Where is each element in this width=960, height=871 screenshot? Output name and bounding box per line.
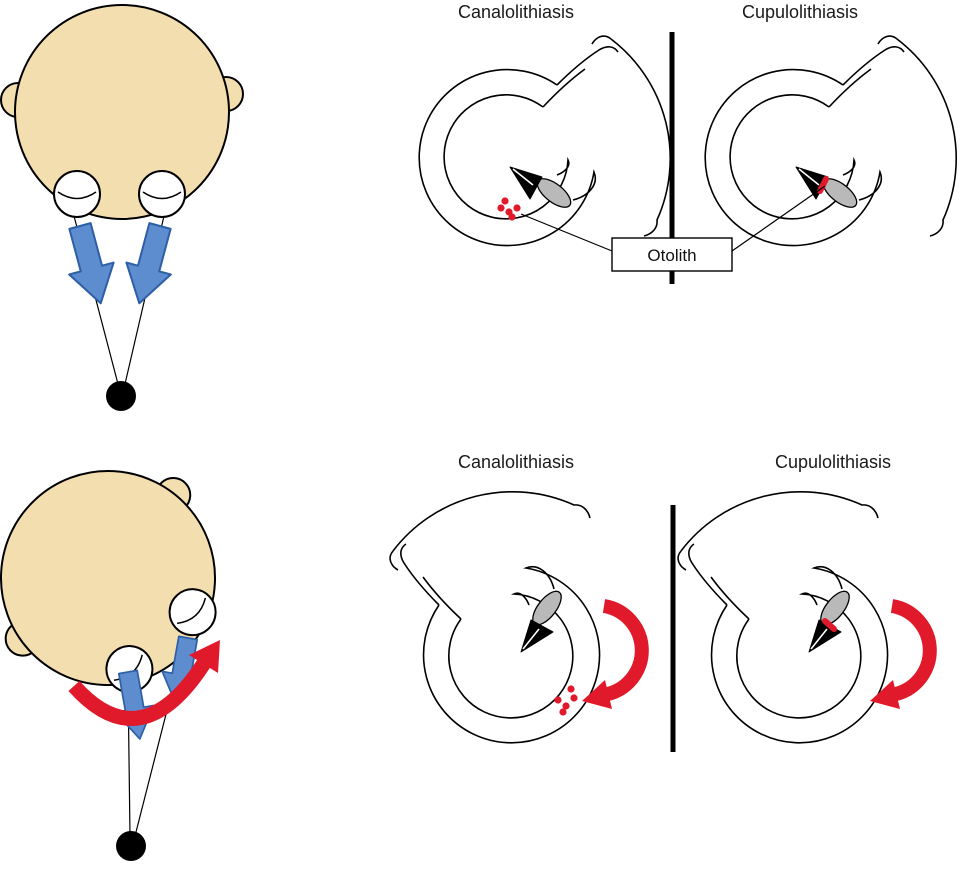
head-rotation-arrow-arc <box>68 656 213 726</box>
otolith-callout-box <box>611 237 733 272</box>
label-cupulolithiasis-bottom: Cupulolithiasis <box>775 452 891 472</box>
semicircular-canal-cupulolithiasis-upright <box>704 35 958 247</box>
fixation-target-dot <box>106 381 136 411</box>
otoconia-particles-top <box>497 197 521 221</box>
callout-line-right <box>731 185 826 252</box>
canal-rotation-arrow-left-arc <box>602 599 649 701</box>
label-canalolithiasis-bottom: Canalolithiasis <box>458 452 574 472</box>
otolith-callout-text: Otolith <box>647 246 696 265</box>
head-rotation-arrow-head <box>189 640 220 673</box>
rotated-head-panel <box>0 416 271 861</box>
semicircular-canal-canalolithiasis-upright <box>418 35 672 247</box>
semicircular-canal-cupulolithiasis-rotated <box>677 490 889 744</box>
nystagmus-arrow-right <box>116 219 184 311</box>
canal-rotation-arrow-right-head <box>870 680 900 709</box>
rotated-canal-panels: Canalolithiasis Cupulolithiasis <box>389 452 937 752</box>
canal-rotation-arrow-left-head <box>582 680 612 709</box>
otoconia-on-cupula-bottom <box>822 618 837 632</box>
otoconia-particles-bottom <box>554 685 578 716</box>
fixation-target-dot-rotated <box>116 831 146 861</box>
label-cupulolithiasis-top: Cupulolithiasis <box>742 2 858 22</box>
head-top-view-upright <box>0 4 244 220</box>
callout-line-left <box>520 213 613 252</box>
upright-head-panel <box>0 4 244 411</box>
nystagmus-arrow-left <box>56 219 124 311</box>
upright-canal-panels: Canalolithiasis Cupulolithiasis Otolith <box>418 2 958 284</box>
label-canalolithiasis-top: Canalolithiasis <box>458 2 574 22</box>
canal-rotation-arrow-right-arc <box>890 599 937 701</box>
